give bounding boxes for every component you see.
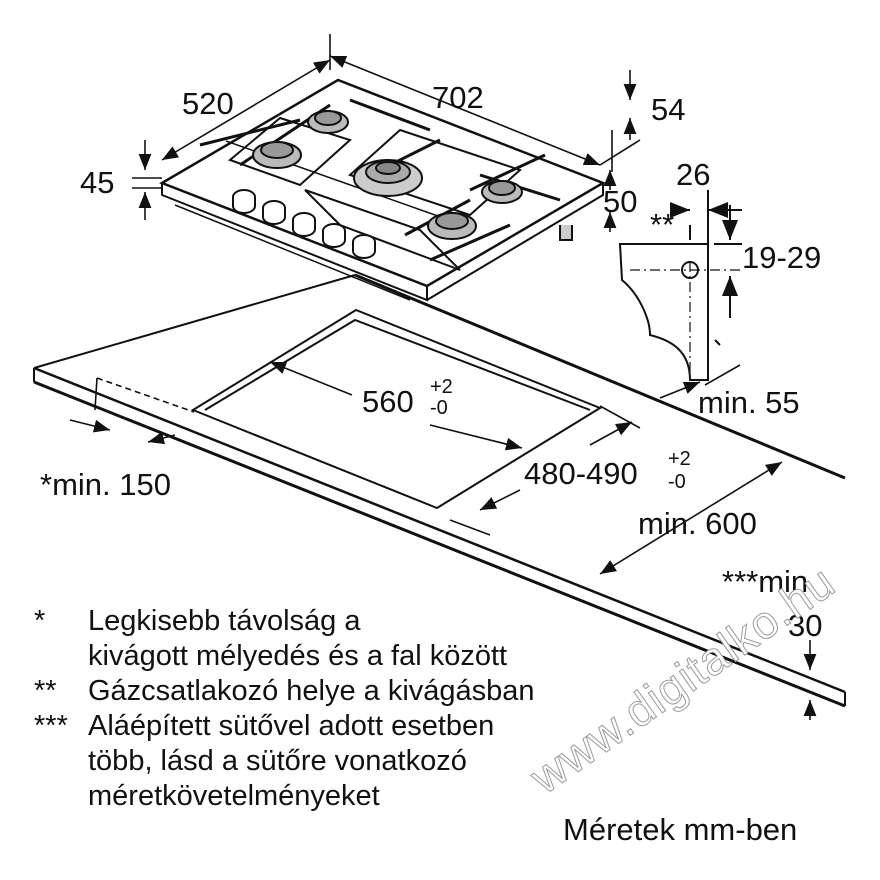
dim-min-150: *min. 150	[40, 467, 171, 502]
dim-702: 702	[432, 80, 484, 115]
dim-min-600: min. 600	[638, 506, 757, 541]
dim-45: 45	[80, 165, 114, 200]
dim-520: 520	[182, 86, 234, 121]
cutout-opening	[190, 308, 603, 510]
dim-min-30-value: 30	[788, 608, 822, 643]
dim-19-29: 19-29	[742, 240, 821, 275]
cutout-dimension-lines	[69, 361, 817, 720]
dim-26: 26	[676, 157, 710, 192]
dim-480-490: 480-490	[524, 456, 638, 491]
dim-560-tol-plus: +2	[430, 376, 453, 398]
footnote-3: *** Aláépített sütővel adott esetben	[34, 709, 754, 744]
dim-480-tol-plus: +2	[668, 448, 691, 470]
footnote-text: Legkisebb távolság a	[88, 605, 361, 637]
footnote-mark: **	[34, 675, 57, 707]
footnote-2: ** Gázcsatlakozó helye a kivágásban	[34, 674, 754, 709]
dim-50: 50	[603, 184, 637, 219]
units-label: Méretek mm-ben	[563, 812, 798, 847]
control-knobs	[232, 189, 376, 259]
footnote-text: kivágott mélyedés és a fal között	[88, 640, 508, 672]
footnote-mark: *	[34, 605, 46, 637]
footnote-text: méretkövetelményeket	[88, 780, 380, 812]
footnote-text: Gázcsatlakozó helye a kivágásban	[88, 675, 535, 707]
dim-560: 560	[362, 384, 414, 419]
hob-dimension-lines	[132, 34, 641, 232]
footnote-1: * Legkisebb távolság a	[34, 604, 754, 639]
dim-54: 54	[651, 92, 685, 127]
footnote-text: több, lásd a sütőre vonatkozó	[88, 745, 467, 777]
dim-560-tol-minus: -0	[430, 397, 448, 419]
dim-min-55: min. 55	[698, 385, 800, 420]
footnotes: * Legkisebb távolság a kivágott mélyedés…	[34, 604, 754, 814]
dim-480-tol-minus: -0	[668, 471, 686, 493]
gas-marker: **	[650, 207, 674, 242]
footnote-text: Aláépített sütővel adott esetben	[88, 710, 495, 742]
dim-min-30-label: ***min.	[722, 564, 817, 599]
gas-connection-detail	[618, 190, 742, 381]
footnote-mark: ***	[34, 710, 68, 742]
